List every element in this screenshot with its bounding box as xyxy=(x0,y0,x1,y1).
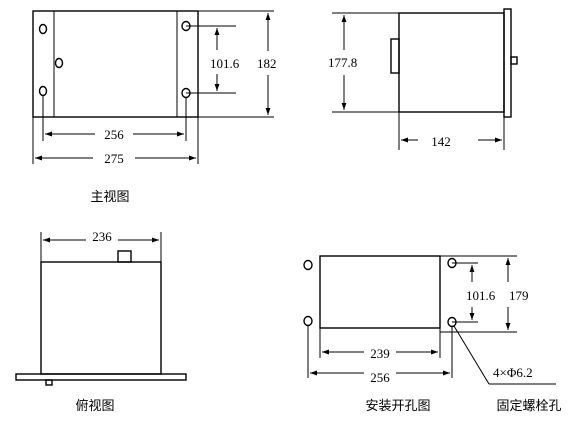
mounting-view: 101.6 179 239 256 4×Φ6.2 安装开孔图 固定螺栓孔 xyxy=(303,255,562,414)
top-view-knob xyxy=(117,250,132,263)
side-view: 177.8 142 xyxy=(328,8,518,150)
mount-hole-label: 固定螺栓孔 xyxy=(496,399,561,414)
mount-hole-spec: 4×Φ6.2 xyxy=(493,365,533,380)
side-view-front-knob xyxy=(390,38,400,74)
top-view: 236 俯视图 xyxy=(15,229,187,414)
mount-hole-bl xyxy=(303,315,313,327)
front-dim-height: 182 xyxy=(257,56,277,71)
front-mount-hole-tl xyxy=(38,23,48,35)
mount-dim-hole-spacing-h: 256 xyxy=(370,370,390,385)
top-view-caption: 俯视图 xyxy=(75,398,114,414)
front-dim-hole-spacing-h: 256 xyxy=(104,127,124,142)
side-view-body xyxy=(398,12,505,113)
side-dim-height: 177.8 xyxy=(328,55,357,70)
side-view-flange xyxy=(503,8,512,118)
front-mount-hole-bl xyxy=(38,85,48,97)
mounting-cutout xyxy=(319,255,441,329)
mount-hole-leader xyxy=(453,325,490,385)
front-dim-width: 275 xyxy=(104,151,124,166)
mounting-view-caption: 安装开孔图 xyxy=(365,399,430,414)
front-view-outline xyxy=(32,10,199,118)
mount-dim-height: 179 xyxy=(509,288,529,303)
mount-hole-tl xyxy=(303,259,313,271)
top-view-body xyxy=(40,261,162,375)
mount-dim-hole-spacing-v: 101.6 xyxy=(466,288,496,303)
front-latch xyxy=(54,57,64,69)
front-dim-hole-spacing-v: 101.6 xyxy=(210,56,240,71)
top-view-flange xyxy=(15,373,187,381)
front-view-caption: 主视图 xyxy=(90,190,129,205)
top-dim-width: 236 xyxy=(92,229,112,244)
top-view-tab xyxy=(45,379,53,386)
side-view-terminal xyxy=(510,56,518,65)
front-view: 101.6 182 256 275 主视图 xyxy=(32,10,277,205)
mount-dim-cutout-width: 239 xyxy=(370,346,390,361)
side-dim-depth: 142 xyxy=(431,134,451,149)
